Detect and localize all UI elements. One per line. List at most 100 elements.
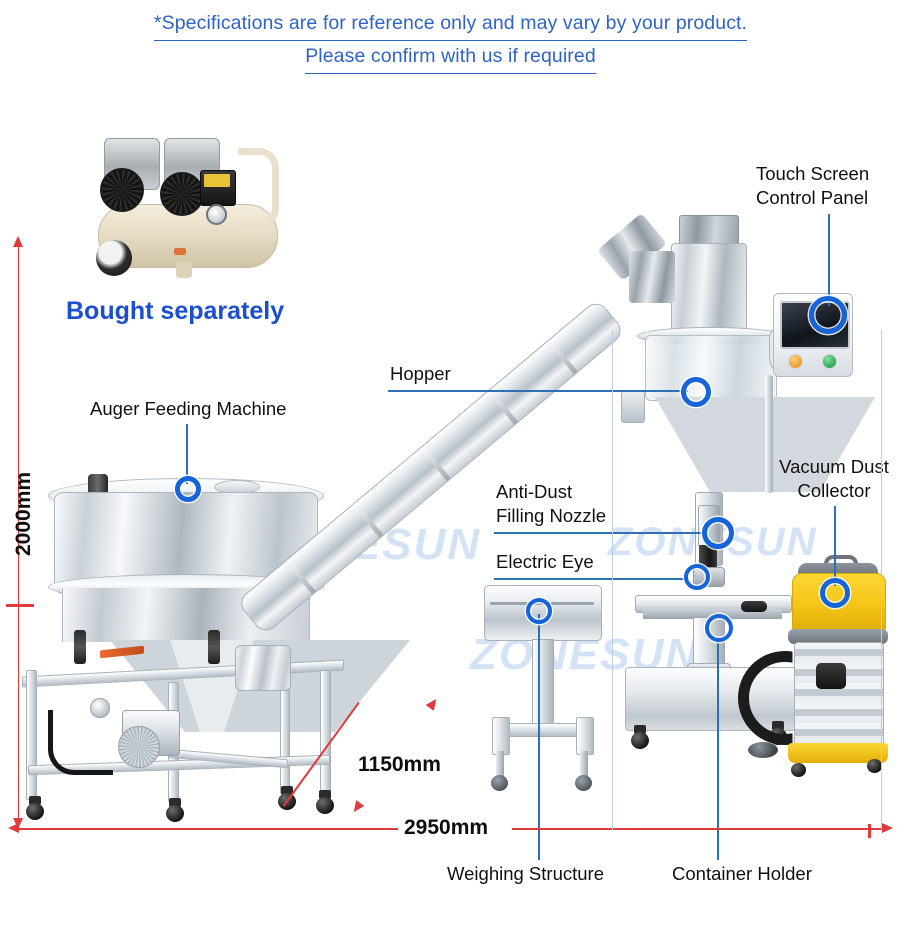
marker-hopper — [681, 377, 711, 407]
auger-conveyor-image — [205, 205, 675, 725]
weighing-foot-right — [575, 775, 592, 791]
callout-touch-screen-control-panel: Touch Screen Control Panel — [756, 162, 869, 210]
bought-separately-label: Bought separately — [66, 297, 285, 325]
vacuum-dust-collector-image — [738, 555, 895, 785]
weighing-foot-left — [491, 775, 508, 791]
callout-weighing-structure: Weighing Structure — [447, 862, 604, 885]
marker-container-holder — [705, 614, 733, 642]
dimension-width-line-left — [18, 828, 398, 830]
feeder-caster-2 — [164, 798, 186, 822]
feeder-power-cable — [48, 710, 113, 775]
marker-electric-eye — [684, 564, 710, 590]
vacuum-caster-left — [790, 759, 808, 777]
vacuum-tank — [794, 642, 884, 748]
feeder-frame-leg-1 — [26, 670, 37, 800]
conveyor-inlet-housing — [235, 645, 291, 691]
leader-vacuum-dust-collector — [834, 506, 836, 586]
container-holder-skirt — [643, 609, 782, 619]
callout-line-1: Anti-Dust — [496, 481, 573, 502]
notice-line-2: Please confirm with us if required — [305, 41, 596, 74]
air-compressor-image — [78, 112, 293, 284]
filler-junction-box — [621, 391, 645, 423]
dimension-width-arrow-right — [882, 823, 893, 833]
compressor-handle — [238, 148, 279, 228]
dimension-height-arrow-top — [13, 236, 23, 247]
weighing-leg-left — [496, 751, 504, 777]
panel-support-post — [765, 375, 773, 493]
compressor-pressure-gauge — [206, 204, 227, 225]
weighing-post — [532, 639, 554, 727]
callout-line-1: Vacuum Dust — [779, 456, 889, 477]
compressor-motor-left — [104, 138, 160, 190]
vacuum-base — [788, 743, 888, 763]
underline-electric-eye — [494, 578, 600, 580]
weighing-bracket-right — [576, 717, 594, 755]
compressor-fan-left — [100, 168, 144, 212]
dimension-depth-arrow-bottom — [349, 800, 365, 815]
power-indicator-button[interactable] — [788, 354, 803, 369]
callout-line-2: Filling Nozzle — [496, 505, 607, 526]
callout-electric-eye: Electric Eye — [496, 550, 594, 573]
compressor-drain-valve — [174, 248, 186, 255]
callout-line-1: Touch Screen — [756, 163, 870, 184]
table-clamp — [741, 601, 767, 612]
callout-line-1: Container Holder — [672, 863, 812, 884]
compressor-foot — [176, 262, 192, 278]
feeder-caster-3 — [314, 790, 336, 814]
vacuum-hose — [738, 651, 793, 745]
filler-gearbox — [629, 251, 675, 303]
dimension-width-tick-right — [868, 824, 871, 838]
marker-auger-feeding-machine — [175, 476, 201, 502]
dimension-height-line — [17, 246, 20, 820]
compressor-wheel — [96, 240, 132, 276]
callout-container-holder: Container Holder — [672, 862, 812, 885]
callout-line-2: Control Panel — [756, 187, 869, 208]
vacuum-inlet-port — [816, 663, 846, 689]
marker-vacuum-dust-collector — [820, 578, 850, 608]
callout-line-1: Hopper — [390, 363, 451, 384]
vacuum-caster-right — [866, 755, 884, 773]
compressor-fan-right — [160, 172, 204, 216]
leader-container-holder — [717, 640, 719, 860]
vacuum-collar-clamp — [788, 629, 888, 644]
marker-touch-screen-control-panel — [809, 296, 847, 334]
marker-weighing-structure — [526, 598, 552, 624]
leader-anti-dust-filling-nozzle — [616, 532, 706, 534]
leader-touch-screen-control-panel — [828, 214, 830, 306]
feeder-spring-right — [208, 630, 220, 664]
callout-hopper: Hopper — [390, 362, 451, 385]
dimension-height-tick — [6, 604, 34, 607]
callout-line-1: Electric Eye — [496, 551, 594, 572]
callout-line-1: Weighing Structure — [447, 863, 604, 884]
notice-line-1: *Specifications are for reference only a… — [153, 8, 748, 41]
dimension-height-label: 2000mm — [12, 471, 35, 556]
leader-electric-eye — [598, 578, 688, 580]
leader-auger-feeding-machine — [186, 424, 188, 484]
underline-hopper — [388, 390, 490, 392]
filler-caster-left — [629, 725, 651, 749]
dimension-depth-label: 1150mm — [358, 753, 441, 776]
callout-line-2: Collector — [797, 480, 871, 501]
callout-line-1: Auger Feeding Machine — [90, 398, 287, 419]
callout-anti-dust-filling-nozzle: Anti-Dust Filling Nozzle — [496, 480, 606, 528]
feeder-caster-1 — [24, 796, 46, 820]
compressor-rating-label — [204, 174, 230, 187]
feeder-motor-fan — [118, 726, 160, 768]
specification-notice: *Specifications are for reference only a… — [0, 8, 901, 74]
reference-line-left — [612, 330, 614, 830]
dimension-width-arrow-left — [8, 823, 19, 833]
weighing-bracket-left — [492, 717, 510, 755]
dimension-width-line-right — [512, 828, 882, 830]
callout-auger-feeding-machine: Auger Feeding Machine — [90, 397, 286, 420]
start-button[interactable] — [822, 354, 837, 369]
underline-anti-dust-filling-nozzle — [494, 532, 618, 534]
feeder-spring-left — [74, 630, 86, 664]
reference-line-right — [881, 330, 883, 830]
filler-leveling-foot — [748, 742, 778, 758]
callout-vacuum-dust-collector: Vacuum Dust Collector — [770, 455, 898, 503]
leader-weighing-structure — [538, 614, 540, 860]
leader-hopper — [488, 390, 688, 392]
dimension-width-label: 2950mm — [404, 816, 489, 839]
weighing-leg-right — [580, 751, 588, 777]
